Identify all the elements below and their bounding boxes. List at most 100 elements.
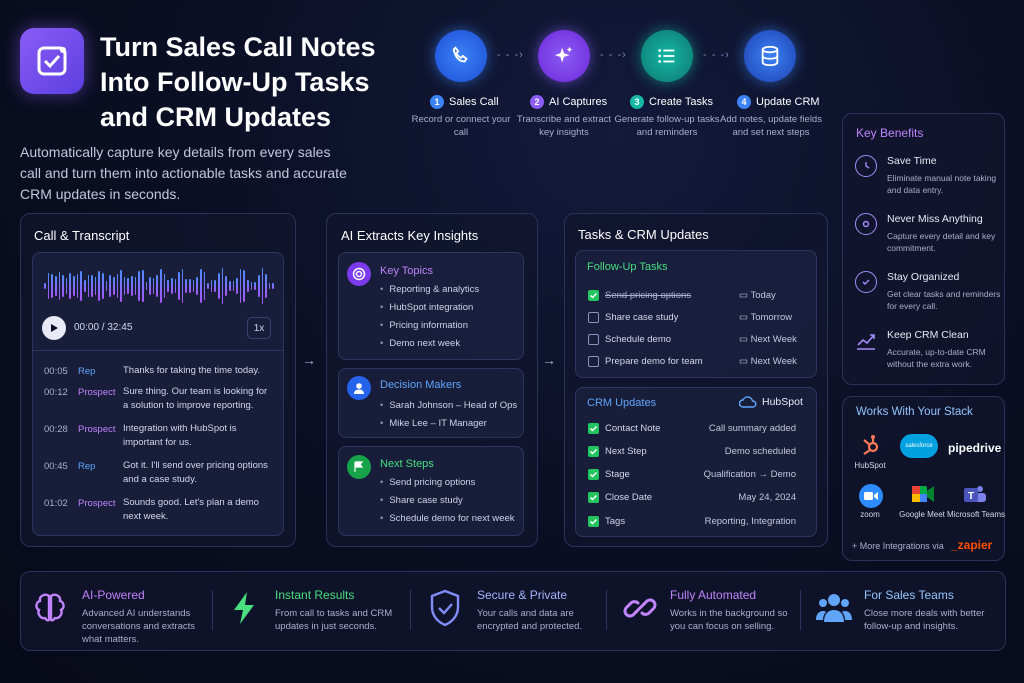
check-icon — [589, 448, 598, 455]
benefit-desc: Eliminate manual note taking and data en… — [887, 173, 997, 195]
waveform-bar — [54, 276, 57, 296]
step-arrow: - - -› — [703, 49, 730, 61]
follow-up-title: Follow-Up Tasks — [587, 261, 668, 273]
transcript-speaker: Rep — [78, 461, 96, 472]
task-checkbox[interactable] — [588, 312, 599, 323]
target-icon — [347, 262, 371, 286]
team-icon — [816, 590, 852, 629]
divider — [212, 590, 213, 630]
crm-checkbox[interactable] — [588, 469, 599, 480]
decision-makers-title: Decision Makers — [380, 379, 462, 391]
benefits-title: Key Benefits — [856, 126, 924, 140]
svg-text:T: T — [968, 491, 974, 502]
step-1-desc: Record or connect your call — [411, 114, 511, 138]
step-3-circle — [641, 30, 693, 82]
waveform-bar — [131, 276, 133, 296]
waveform-bar — [236, 278, 238, 294]
waveform-bar — [272, 282, 274, 290]
check-icon — [589, 425, 598, 432]
next-steps-title: Next Steps — [380, 458, 434, 470]
call-panel-title: Call & Transcript — [34, 228, 130, 243]
waveform-bar — [214, 280, 216, 292]
task-label: Share case study — [605, 312, 679, 323]
check-icon — [589, 292, 598, 299]
integrations-panel — [842, 396, 1005, 561]
person-icon — [347, 376, 371, 400]
follow-up-tasks-card — [575, 250, 817, 378]
tasks-panel-title: Tasks & CRM Updates — [578, 227, 709, 242]
crm-checkbox[interactable] — [588, 492, 599, 503]
task-checkbox[interactable] — [588, 356, 599, 367]
waveform-bar — [83, 279, 86, 293]
waveform-bar — [243, 269, 245, 303]
transcript-speaker: Prospect — [78, 498, 116, 509]
waveform-bar — [207, 282, 209, 290]
play-button[interactable] — [42, 316, 66, 340]
app-logo — [20, 28, 84, 94]
playback-time: 00:00 / 32:45 — [74, 322, 133, 333]
transcript-text: Sounds good. Let's plan a demo next week… — [123, 497, 259, 522]
task-label: Schedule demo — [605, 334, 672, 345]
crm-checkbox[interactable] — [588, 423, 599, 434]
teams-label: Microsoft Teams — [946, 510, 1006, 519]
waveform-bar — [91, 275, 93, 297]
transcript-time: 00:45 — [44, 461, 68, 472]
crm-brand: HubSpot — [739, 396, 803, 408]
waveform-bar — [163, 273, 166, 299]
crm-checkbox[interactable] — [588, 516, 599, 527]
step-4-circle — [744, 30, 796, 82]
feature-desc: From call to tasks and CRM updates in ju… — [275, 608, 393, 632]
speed-button[interactable]: 1x — [247, 317, 271, 339]
waveform-bar — [116, 274, 119, 298]
topic-item: HubSpot integration — [380, 302, 473, 313]
waveform-bar — [69, 273, 71, 299]
waveform-bar — [98, 271, 100, 301]
zoom-label: zoom — [860, 510, 880, 519]
feature-title: Secure & Private — [477, 588, 568, 602]
crm-value: Qualification → Demo — [703, 469, 796, 480]
cloud-icon — [739, 396, 757, 408]
hubspot-label: HubSpot — [854, 461, 886, 470]
step-4-desc: Add notes, update fields and set next st… — [720, 114, 822, 138]
waveform-bar — [127, 277, 129, 295]
waveform-bar — [160, 268, 162, 304]
waveform-bar — [178, 271, 180, 301]
transcript-speaker: Prospect — [78, 424, 116, 435]
task-checkbox-checked[interactable] — [588, 290, 599, 301]
waveform-bar — [192, 279, 195, 293]
waveform-bar — [102, 272, 104, 300]
target-icon — [855, 213, 877, 235]
task-label: Send pricing options — [605, 290, 692, 301]
task-due: ▭ Today — [739, 290, 776, 301]
sparkles-icon — [554, 46, 573, 63]
task-checkbox[interactable] — [588, 334, 599, 345]
divider — [410, 590, 411, 630]
check-icon — [589, 518, 598, 525]
waveform-bar — [247, 280, 249, 292]
waveform-bar — [152, 278, 155, 294]
waveform-bar — [58, 271, 61, 301]
benefit-desc: Accurate, up-to-date CRM without the ext… — [887, 347, 986, 369]
waveform-bar — [156, 275, 158, 297]
transcript-time: 01:02 — [44, 498, 68, 509]
waveform-bar — [228, 281, 231, 291]
feature-title: Fully Automated — [670, 588, 757, 602]
waveform-bar — [73, 276, 75, 296]
crm-field: Tags — [605, 516, 626, 527]
crm-updates-card — [575, 387, 817, 537]
topic-item: Demo next week — [380, 338, 460, 349]
topic-item: Reporting & analytics — [380, 284, 479, 295]
page-description: Automatically capture key details from e… — [20, 144, 347, 202]
salesforce-logo: salesforce — [900, 434, 938, 458]
benefit-title: Never Miss Anything — [887, 213, 983, 225]
transcript-text: Integration with HubSpot is important fo… — [123, 423, 237, 448]
waveform-bar — [87, 275, 90, 297]
check-icon — [589, 471, 598, 478]
stack-title: Works With Your Stack — [856, 406, 973, 418]
waveform-bar — [210, 279, 213, 293]
waveform-bar — [250, 281, 253, 291]
waveform-bar — [44, 283, 46, 289]
crm-value: Call summary added — [708, 423, 796, 434]
crm-checkbox[interactable] — [588, 446, 599, 457]
